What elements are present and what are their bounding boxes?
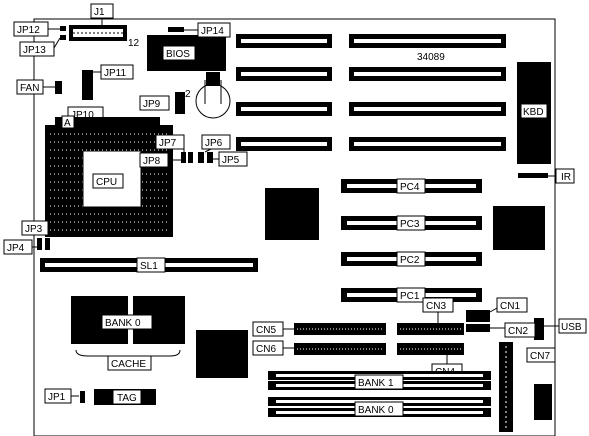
jp8-jumper xyxy=(188,152,193,163)
kbd-label: KBD xyxy=(523,107,544,118)
ir-header xyxy=(518,173,548,178)
tag-label: TAG xyxy=(117,393,137,404)
isa-slots xyxy=(236,34,506,151)
jp14-label: JP14 xyxy=(201,26,224,37)
jp6-label: JP6 xyxy=(205,138,223,149)
pc4-label: PC4 xyxy=(400,182,420,193)
bios-label: BIOS xyxy=(166,49,190,60)
cn3-label: CN3 xyxy=(426,301,446,312)
jp9-jumper xyxy=(175,92,185,114)
chipset-chip-1 xyxy=(265,188,319,240)
chipset-chip-2 xyxy=(493,206,545,250)
jp11-label: JP11 xyxy=(104,68,126,79)
battery xyxy=(195,83,231,119)
jp6-jumper xyxy=(198,152,204,163)
jp14-jumper xyxy=(168,27,184,32)
jp13-jumper xyxy=(60,35,66,40)
jp9-label: JP9 xyxy=(143,99,161,110)
fan-header xyxy=(55,81,62,94)
cpu-label: CPU xyxy=(96,177,117,188)
cn2-label: CN2 xyxy=(508,326,528,337)
fan-label: FAN xyxy=(20,83,39,94)
jp3-jumper xyxy=(37,238,42,250)
pci-slots xyxy=(341,179,482,302)
model-number: 34089 xyxy=(417,52,445,63)
jp11-jumper xyxy=(82,70,93,100)
jp5-label: JP5 xyxy=(222,155,240,166)
simm-bank0-label: BANK 0 xyxy=(358,405,394,416)
usb-connector xyxy=(534,318,544,340)
cn5-label: CN5 xyxy=(256,325,276,336)
board-outline xyxy=(33,18,556,436)
jp12-jumper xyxy=(60,26,66,31)
jp4-jumper xyxy=(45,238,50,250)
ir-label: IR xyxy=(561,172,571,183)
cache-bank0-label: BANK 0 xyxy=(105,318,141,329)
simm-bank1-label: BANK 1 xyxy=(358,378,394,389)
jp8-label: JP8 xyxy=(143,156,161,167)
pc1-label: PC1 xyxy=(400,291,420,302)
jp10-label: JP10 xyxy=(71,110,94,121)
jp4-label: JP4 xyxy=(7,243,25,254)
pc3-label: PC3 xyxy=(400,219,420,230)
jp1-jumper xyxy=(80,391,85,403)
j1-label: J1 xyxy=(94,7,105,18)
pin-a-label: A xyxy=(64,118,71,129)
usb-label: USB xyxy=(561,322,582,333)
cn1-label: CN1 xyxy=(500,301,520,312)
jp7-jumper xyxy=(181,152,186,163)
cn6-label: CN6 xyxy=(256,344,276,355)
chipset-chip-3 xyxy=(196,330,248,378)
jp3-label: JP3 xyxy=(25,224,43,235)
cn7-connector xyxy=(534,384,552,420)
jp12-label: JP12 xyxy=(17,25,40,36)
jp7-label: JP7 xyxy=(159,138,177,149)
sl1-label: SL1 xyxy=(140,261,158,272)
jp1-label: JP1 xyxy=(48,392,66,403)
pc2-label: PC2 xyxy=(400,255,420,266)
cn1-connector xyxy=(466,310,490,322)
jp5-jumper xyxy=(207,152,213,163)
jp13-label: JP13 xyxy=(23,45,46,56)
cn7-label: CN7 xyxy=(530,351,550,362)
pin-12-label: 12 xyxy=(128,38,140,49)
cn2-connector xyxy=(466,324,490,332)
cache-label: CACHE xyxy=(111,359,146,370)
pin-2-label: 2 xyxy=(185,89,191,100)
